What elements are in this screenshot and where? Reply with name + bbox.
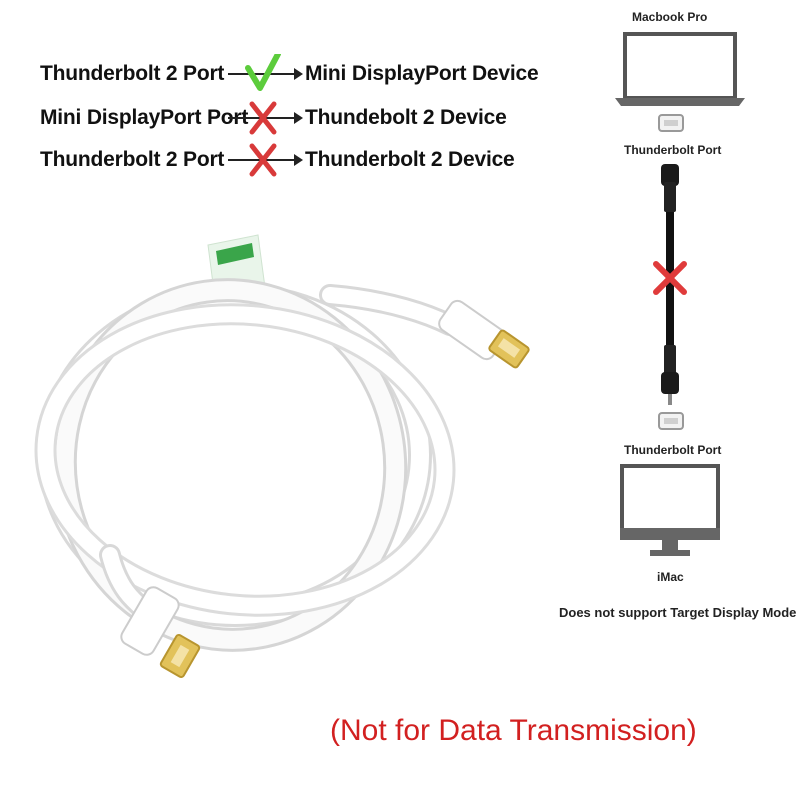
cross-icon bbox=[653, 261, 687, 295]
diagram-caption: Does not support Target Display Mode bbox=[559, 605, 797, 620]
cross-icon bbox=[249, 101, 277, 135]
row-source-port: Thunderbolt 2 Port bbox=[40, 62, 225, 85]
cable-image bbox=[34, 234, 530, 678]
connector-lower bbox=[120, 586, 201, 678]
row-source-port: Thunderbolt 2 Port bbox=[40, 148, 225, 171]
row-target-device: Thundebolt 2 Device bbox=[305, 106, 507, 129]
bottom-port-label: Thunderbolt Port bbox=[624, 443, 722, 457]
row-target-device: Thunderbolt 2 Device bbox=[305, 148, 515, 171]
port-icon bbox=[658, 114, 684, 132]
connection-diagram: Macbook Pro Thunderbolt Port Thunderbolt… bbox=[540, 0, 800, 640]
compat-row-3: Thunderbolt 2 Port Thunderbolt 2 Device bbox=[0, 143, 560, 178]
connector-upper bbox=[438, 299, 530, 369]
check-icon bbox=[245, 54, 281, 91]
cross-icon bbox=[249, 143, 277, 177]
usage-note: (Not for Data Transmission) bbox=[330, 714, 697, 747]
top-port-label: Thunderbolt Port bbox=[624, 143, 722, 157]
bottom-device-label: iMac bbox=[657, 570, 684, 584]
row-source-port: Mini DisplayPort Port bbox=[40, 106, 249, 129]
row-target-device: Mini DisplayPort Device bbox=[305, 62, 539, 85]
laptop-icon bbox=[615, 32, 745, 106]
port-icon bbox=[658, 412, 684, 430]
top-device-label: Macbook Pro bbox=[632, 10, 708, 24]
compat-row-1: Thunderbolt 2 Port Mini DisplayPort Devi… bbox=[0, 54, 560, 92]
compat-row-2: Mini DisplayPort Port Thundebolt 2 Devic… bbox=[0, 101, 560, 136]
arrow-icon bbox=[228, 68, 303, 80]
monitor-icon bbox=[620, 464, 720, 556]
